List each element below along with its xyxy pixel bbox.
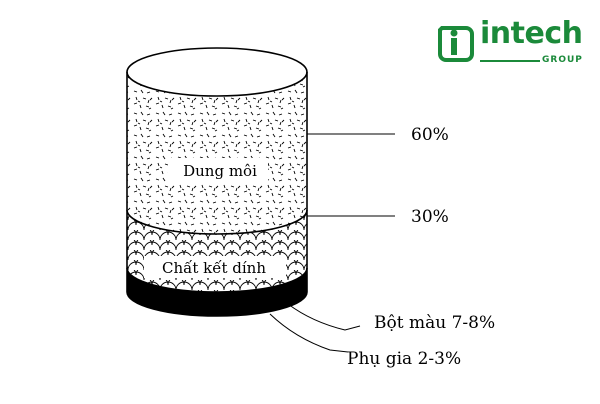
leader-lines bbox=[269, 133, 395, 353]
binder-percent-label: 30% bbox=[411, 207, 449, 227]
intech-logo: intech GROUP bbox=[436, 16, 586, 70]
solvent-percent-label: 60% bbox=[411, 125, 449, 145]
logo-brand-text: intech bbox=[480, 16, 583, 51]
additive-label: Phụ gia 2-3% bbox=[347, 349, 461, 369]
cylinder-outline bbox=[126, 47, 308, 317]
solvent-label: Dung môi bbox=[183, 162, 257, 180]
logo-underline bbox=[480, 60, 540, 62]
solvent-layer bbox=[127, 72, 307, 234]
logo-mark-icon bbox=[438, 26, 474, 62]
pigment-label: Bột màu 7-8% bbox=[374, 313, 495, 333]
logo-sub-text: GROUP bbox=[542, 55, 583, 65]
binder-label: Chất kết dính bbox=[162, 259, 266, 277]
